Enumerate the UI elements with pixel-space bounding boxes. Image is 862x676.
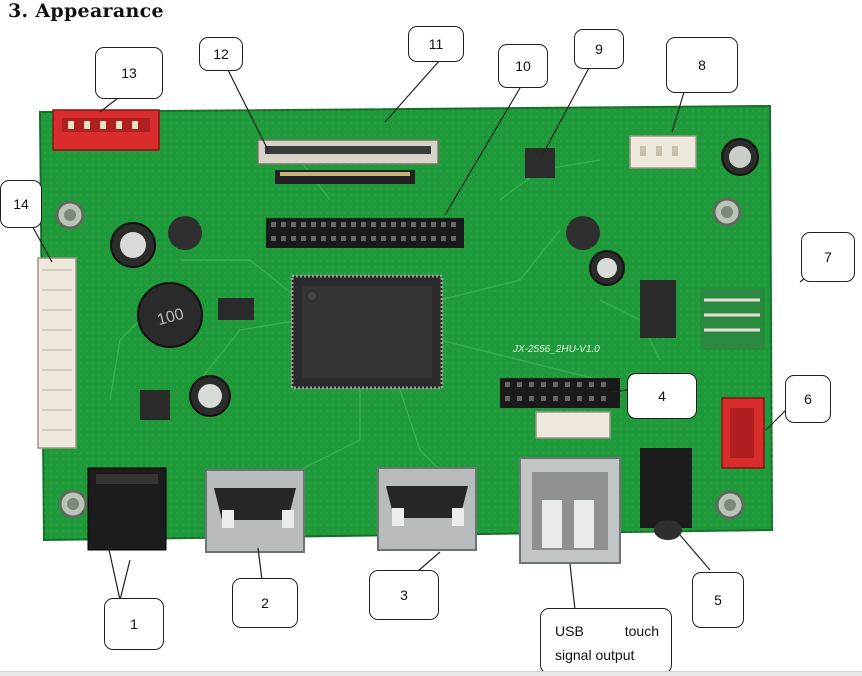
small-ic-9 — [525, 148, 555, 178]
callout-11: 11 — [408, 26, 464, 62]
small-ic-left-lower — [140, 390, 170, 420]
callout-7: 7 — [801, 232, 855, 282]
mounting-holes — [55, 197, 745, 520]
audio-jack — [640, 448, 692, 540]
fpc-connector — [257, 139, 439, 184]
small-ic-left — [218, 298, 254, 320]
callout-13: 13 — [95, 47, 163, 99]
callout-5: 5 — [692, 572, 744, 628]
red-connector-top — [52, 109, 160, 151]
bottom-bar — [0, 671, 862, 676]
connector-7 — [700, 288, 765, 350]
side-connector-left — [37, 257, 77, 449]
callout-6: 6 — [785, 375, 831, 423]
callout-1: 1 — [104, 598, 164, 650]
usb-port — [519, 457, 621, 564]
red-connector-6 — [721, 397, 765, 469]
callout-3: 3 — [369, 570, 439, 620]
capacitors — [110, 138, 759, 417]
white-connector-8 — [629, 135, 697, 169]
callout-2: 2 — [232, 578, 298, 628]
right-ic — [640, 280, 676, 338]
board-silkscreen-label: JX-2556_2HU-V1.0 — [512, 344, 600, 355]
callout-9: 9 — [574, 29, 624, 69]
callout-usb-touch: USB touch signal output — [540, 608, 672, 674]
usb-label: USB — [555, 623, 584, 639]
page-title: 3. Appearance — [8, 0, 164, 22]
inductor-marking: 100 — [156, 306, 186, 329]
hdmi-port-1 — [205, 469, 305, 553]
callout-14: 14 — [0, 180, 42, 228]
callout-12: 12 — [199, 37, 243, 71]
dc-jack — [87, 467, 167, 551]
callout-8: 8 — [666, 37, 738, 93]
white-connector-small — [535, 411, 611, 439]
main-ic — [290, 274, 444, 390]
callout-4: 4 — [627, 373, 697, 419]
touch-label: touch — [624, 623, 659, 639]
pin-header-4 — [500, 378, 620, 408]
hdmi-port-2 — [377, 467, 477, 551]
pin-header-top — [266, 218, 464, 248]
signal-output-label: signal output — [555, 647, 635, 663]
callout-10: 10 — [498, 44, 548, 88]
